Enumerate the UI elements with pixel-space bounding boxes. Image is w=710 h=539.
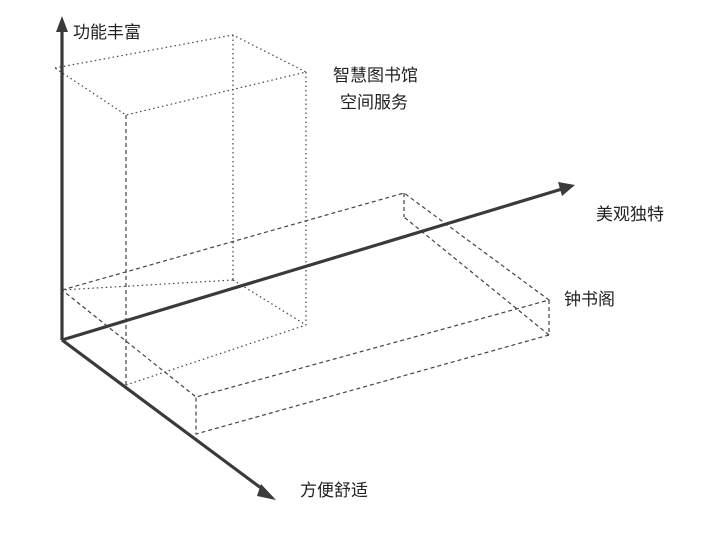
smart-library-label-line1: 智慧图书馆 xyxy=(333,66,418,86)
flat-box-bottom-face xyxy=(195,193,550,435)
y-axis-arrow-icon xyxy=(56,16,68,32)
smart-library-box xyxy=(53,34,308,386)
bookstore-label: 钟书阁 xyxy=(564,290,615,310)
smart-library-label-line2: 空间服务 xyxy=(340,93,408,113)
x-axis-line xyxy=(61,187,563,342)
z-axis-line xyxy=(61,338,266,493)
axes xyxy=(56,16,575,500)
x-axis-arrow-icon xyxy=(558,182,575,196)
tall-box-front-bottom xyxy=(125,72,307,386)
y-axis-label: 功能丰富 xyxy=(73,23,141,43)
x-axis-label: 美观独特 xyxy=(596,205,664,225)
tall-box-back-edges xyxy=(61,35,307,326)
bookstore-box xyxy=(60,192,551,435)
tall-box-top-face xyxy=(53,34,308,116)
flat-box-top-face xyxy=(60,192,551,398)
z-axis-label: 方便舒适 xyxy=(300,481,368,501)
z-axis-arrow-icon xyxy=(257,484,276,500)
